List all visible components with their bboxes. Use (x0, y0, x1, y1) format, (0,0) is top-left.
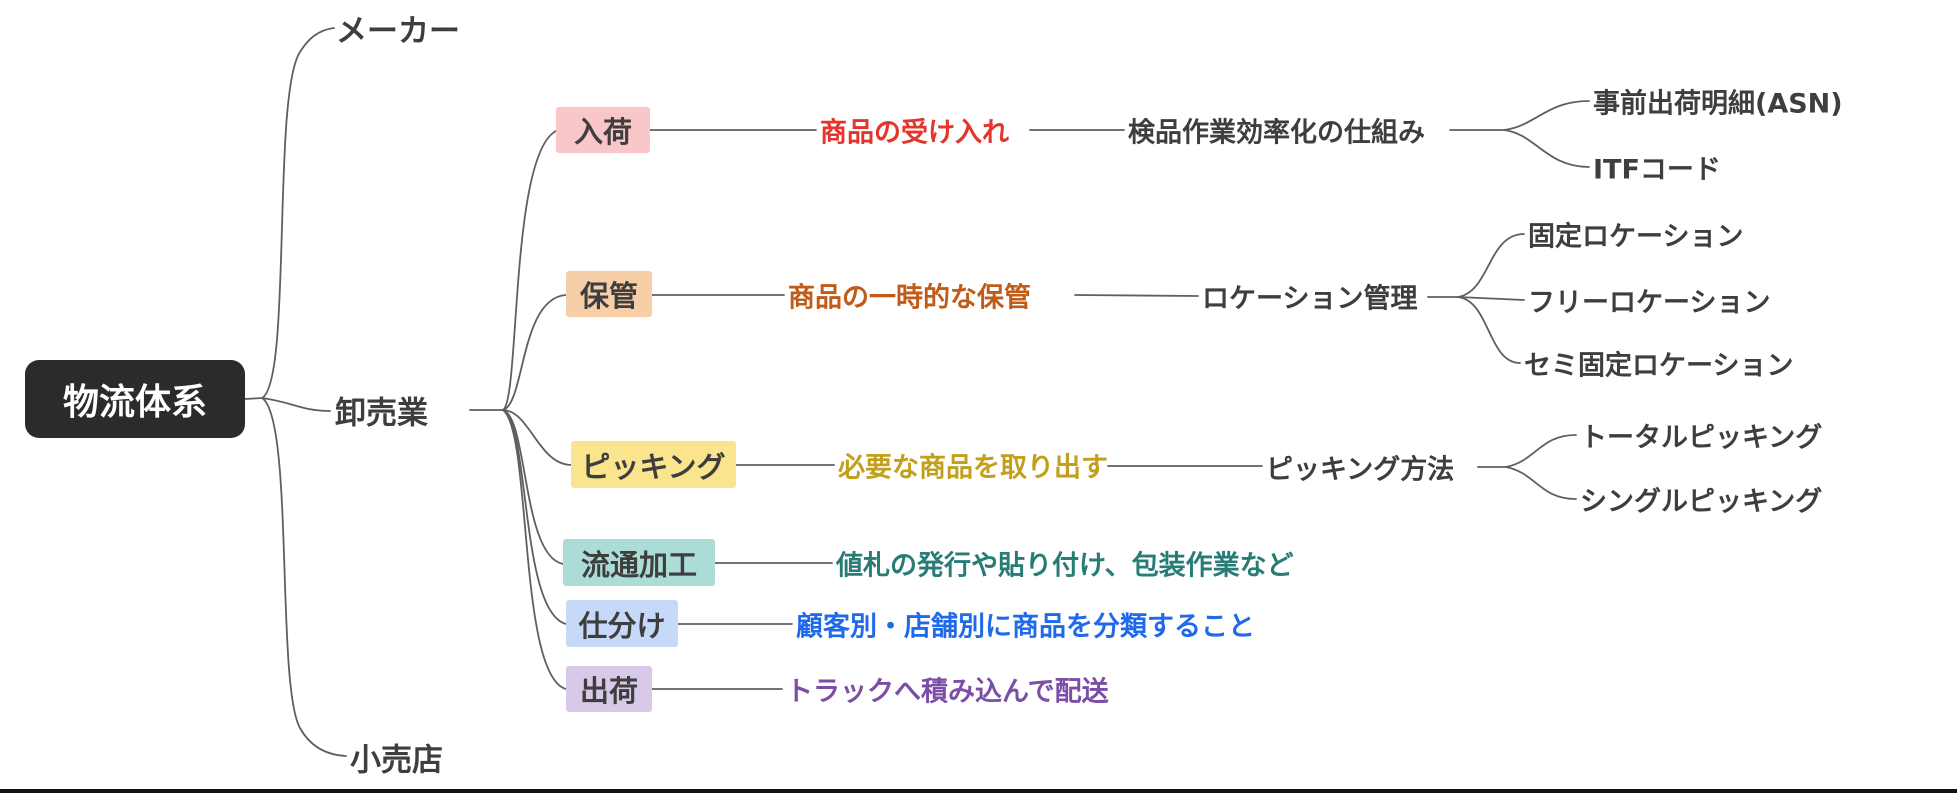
node-asn[interactable]: 事前出荷明細(ASN) (1593, 88, 1843, 120)
connector-method-single (1505, 466, 1577, 500)
connector-wholesale-shukka (502, 409, 567, 690)
node-wholesale[interactable]: 卸売業 (335, 395, 428, 432)
node-itf-code[interactable]: ITFコード (1593, 154, 1721, 186)
connector-root-stub (244, 397, 263, 400)
connector-location-free (1457, 296, 1525, 301)
connector-wholesale-hokan (502, 294, 567, 411)
connector-root-retail (261, 397, 347, 757)
node-fixed-location[interactable]: 固定ロケーション (1528, 221, 1744, 253)
bottom-divider (0, 789, 1957, 793)
node-single-picking[interactable]: シングルピッキング (1580, 486, 1823, 518)
connector-group (244, 27, 1590, 757)
node-total-picking[interactable]: トータルピッキング (1580, 422, 1823, 454)
node-maker[interactable]: メーカー (336, 13, 460, 50)
connector-root-wholesale (261, 397, 331, 412)
connector-kenpin-itf (1503, 129, 1590, 168)
connector-root-maker (261, 27, 335, 399)
node-picking-desc[interactable]: 必要な商品を取り出す (838, 452, 1108, 484)
connector-location-semifixed (1457, 296, 1521, 364)
root-node-logistics-system[interactable]: 物流体系 (25, 360, 245, 438)
node-storage-box[interactable]: 保管 (566, 271, 652, 317)
node-retail[interactable]: 小売店 (350, 742, 443, 779)
node-free-location[interactable]: フリーロケーション (1528, 287, 1771, 319)
connector-wholesale-picking (502, 409, 572, 466)
connector-wholesale-shiwake (502, 409, 567, 625)
node-picking-method[interactable]: ピッキング方法 (1266, 454, 1455, 486)
node-semi-fixed-location[interactable]: セミ固定ロケーション (1524, 350, 1794, 382)
connector-wholesale-ryutsukako (502, 409, 564, 565)
node-inspection-efficiency[interactable]: 検品作業効率化の仕組み (1128, 117, 1425, 149)
node-storage-desc[interactable]: 商品の一時的な保管 (788, 282, 1031, 314)
node-shipping-box[interactable]: 出荷 (566, 666, 652, 712)
connector-kenpin-asn (1503, 100, 1590, 131)
connector-location-fixed (1457, 233, 1525, 298)
node-receiving-desc[interactable]: 商品の受け入れ (820, 117, 1009, 149)
connector-wholesale-nyuka (502, 130, 557, 411)
node-location-management[interactable]: ロケーション管理 (1202, 283, 1418, 315)
node-receiving-box[interactable]: 入荷 (556, 107, 650, 153)
node-processing-box[interactable]: 流通加工 (563, 539, 715, 586)
connector-method-total (1505, 434, 1577, 468)
node-processing-desc[interactable]: 値札の発行や貼り付け、包装作業など (836, 550, 1294, 582)
node-picking-box[interactable]: ピッキング (571, 441, 736, 488)
node-shipping-desc[interactable]: トラックへ積み込んで配送 (786, 676, 1109, 708)
node-sorting-desc[interactable]: 顧客別・店舗別に商品を分類すること (796, 611, 1255, 643)
node-sorting-box[interactable]: 仕分け (566, 600, 678, 647)
connector-desc-location (1074, 294, 1199, 297)
